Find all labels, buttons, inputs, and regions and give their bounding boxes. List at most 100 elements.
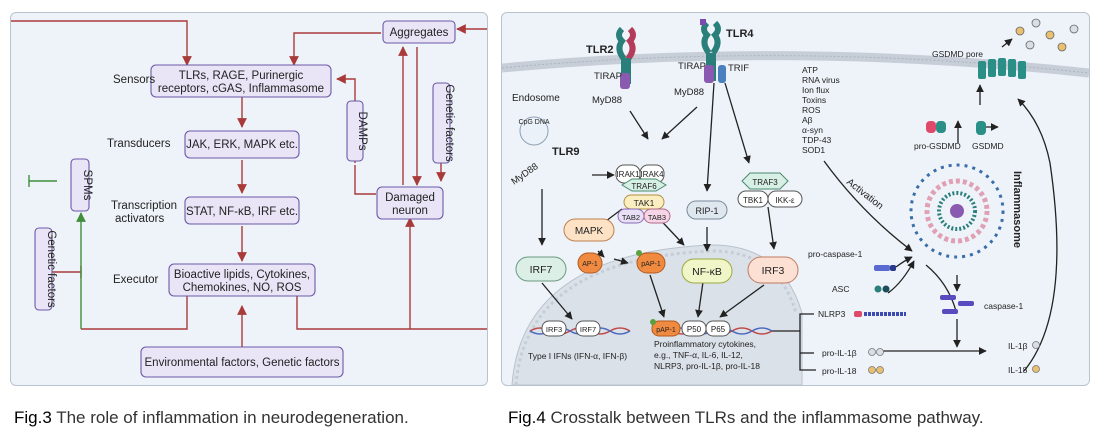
fig3-green-arrows xyxy=(28,175,86,329)
damaged-line1: Damaged xyxy=(385,192,435,204)
fig4-arrows xyxy=(538,38,1058,372)
irf3-node xyxy=(747,256,799,284)
inflammasome-complex xyxy=(909,163,1005,259)
genetic-left-text: Genetic factors xyxy=(45,230,57,308)
ikke-node xyxy=(767,190,803,208)
inflammasome-label: Inflammasome xyxy=(1011,171,1023,248)
nuc-irf7-label: IRF7 xyxy=(580,325,596,334)
trigger-atp: ATP xyxy=(802,65,818,75)
aggregates-box xyxy=(382,20,456,44)
pap1-node xyxy=(636,252,666,274)
endosome-label: Endosome xyxy=(512,93,560,104)
tirap-right-label: TIRAP xyxy=(678,61,706,72)
tbk1-label: TBK1 xyxy=(743,196,764,205)
trigger-abeta: Aβ xyxy=(802,115,813,125)
traf3-label: TRAF3 xyxy=(752,178,778,187)
nfkb-label: NF-κB xyxy=(692,266,722,278)
gsdmd-pore xyxy=(978,58,1026,79)
activators-text: STAT, NF-κB, IRF etc. xyxy=(186,206,298,218)
tab2-label: TAB2 xyxy=(622,213,640,222)
pro-caspase1-icon xyxy=(874,265,896,271)
executor-label: Executor xyxy=(113,274,159,286)
p65-node xyxy=(705,320,731,337)
il18-label: IL-18 xyxy=(1008,365,1028,375)
nlrp3-icon xyxy=(854,311,906,317)
gsdmd-label: GSDMD xyxy=(972,141,1004,151)
irf7-label: IRF7 xyxy=(530,264,553,276)
caspase1-icon xyxy=(940,295,974,314)
tak1-label: TAK1 xyxy=(634,198,655,208)
proinflammatory-line2: e.g., TNF-α, IL-6, IL-12, xyxy=(654,350,743,360)
pap1-label: pAP-1 xyxy=(641,261,661,268)
genetic-right-box xyxy=(432,82,451,164)
damaged-line2: neuron xyxy=(392,205,428,217)
fig3-arrows xyxy=(11,20,487,347)
pro-gsdmd-label: pro-GSDMD xyxy=(914,141,961,151)
executor-line2: Chemokines, NO, ROS xyxy=(183,282,302,294)
pro-gsdmd-icon xyxy=(926,121,946,133)
myd88-right-label: MyD88 xyxy=(674,87,704,98)
activators-box xyxy=(184,196,300,225)
irak1-label: IRAK1 xyxy=(616,170,640,179)
activators-label-2: activators xyxy=(115,213,164,225)
p65-label: P65 xyxy=(711,325,726,334)
trigger-toxins: Toxins xyxy=(802,95,826,105)
p50-label: P50 xyxy=(687,325,702,334)
fig4-caption-text: Crosstalk between TLRs and the inflammas… xyxy=(550,408,984,427)
ap1-node xyxy=(577,252,603,274)
nuc-irf3-node xyxy=(541,320,567,337)
damaged-neuron-box xyxy=(376,186,444,220)
fig3-panel: Aggregates Sensors TLRs, RAGE, Purinergi… xyxy=(10,12,488,386)
trigger-sod1: SOD1 xyxy=(802,145,825,155)
nuc-irf3-label: IRF3 xyxy=(546,325,562,334)
gsdmd-icon xyxy=(976,121,986,135)
spms-text: SPMs xyxy=(81,170,93,201)
transducers-box xyxy=(184,130,300,159)
tlr4-receptor xyxy=(700,19,726,83)
gsdmd-pore-label: GSDMD pore xyxy=(932,49,983,59)
pro-caspase1-label: pro-caspase-1 xyxy=(808,249,863,259)
trigger-ion-flux: Ion flux xyxy=(802,85,830,95)
nucleus xyxy=(511,244,803,385)
activators-label-1: Transcription xyxy=(111,200,177,212)
type1-ifns-label: Type I IFNs (IFN-α, IFN-β) xyxy=(528,351,627,361)
executor-line1: Bioactive lipids, Cytokines, xyxy=(174,269,310,281)
myd88-left-label: MyD88 xyxy=(592,95,622,106)
tak1-node xyxy=(623,194,665,210)
environment-box xyxy=(140,346,344,378)
transducers-label: Transducers xyxy=(107,138,171,150)
sensors-line2: receptors, cGAS, Inflammasome xyxy=(158,83,324,95)
damps-text: DAMPs xyxy=(356,112,368,151)
triggers-list: ATP RNA virus Ion flux Toxins ROS Aβ α-s… xyxy=(802,65,840,155)
aggregates-text: Aggregates xyxy=(390,27,449,39)
fig3-caption-text: The role of inflammation in neurodegener… xyxy=(56,408,409,427)
tlr2-receptor xyxy=(616,26,636,89)
nuc-pap1-label: pAP-1 xyxy=(656,327,676,334)
tlr9-label: TLR9 xyxy=(552,146,580,158)
pro-il1b-label: pro-IL-1β xyxy=(822,348,857,358)
sensors-line1: TLRs, RAGE, Purinergic xyxy=(179,70,304,82)
cpg-dna-label: CpG DNA xyxy=(518,119,549,126)
trigger-ros: ROS xyxy=(802,105,821,115)
caspase1-label: caspase-1 xyxy=(984,301,1023,311)
proinflammatory-line1: Proinflammatory cytokines, xyxy=(654,339,756,349)
asc-icon xyxy=(874,285,890,293)
tirap-left-label: TIRAP xyxy=(594,71,622,82)
traf6-node xyxy=(621,178,667,192)
mapk-node xyxy=(563,218,615,242)
asc-label: ASC xyxy=(832,284,849,294)
trigger-rna-virus: RNA virus xyxy=(802,75,840,85)
sensors-label: Sensors xyxy=(113,74,155,86)
nuc-pap1-node xyxy=(651,320,681,337)
tlr4-label: TLR4 xyxy=(726,28,754,40)
trif-label: TRIF xyxy=(728,63,749,74)
genetic-left-box xyxy=(34,227,53,311)
tlr2-label: TLR2 xyxy=(586,44,614,56)
fig4-caption: Fig.4 Crosstalk between TLRs and the inf… xyxy=(508,408,984,428)
fig4-caption-number: Fig.4 xyxy=(508,408,546,427)
sensors-box xyxy=(150,64,332,98)
ikke-label: IKK-ε xyxy=(775,196,795,205)
fig3-caption-number: Fig.3 xyxy=(14,408,52,427)
irak4-label: IRAK4 xyxy=(640,170,664,179)
tab3-label: TAB3 xyxy=(648,213,666,222)
